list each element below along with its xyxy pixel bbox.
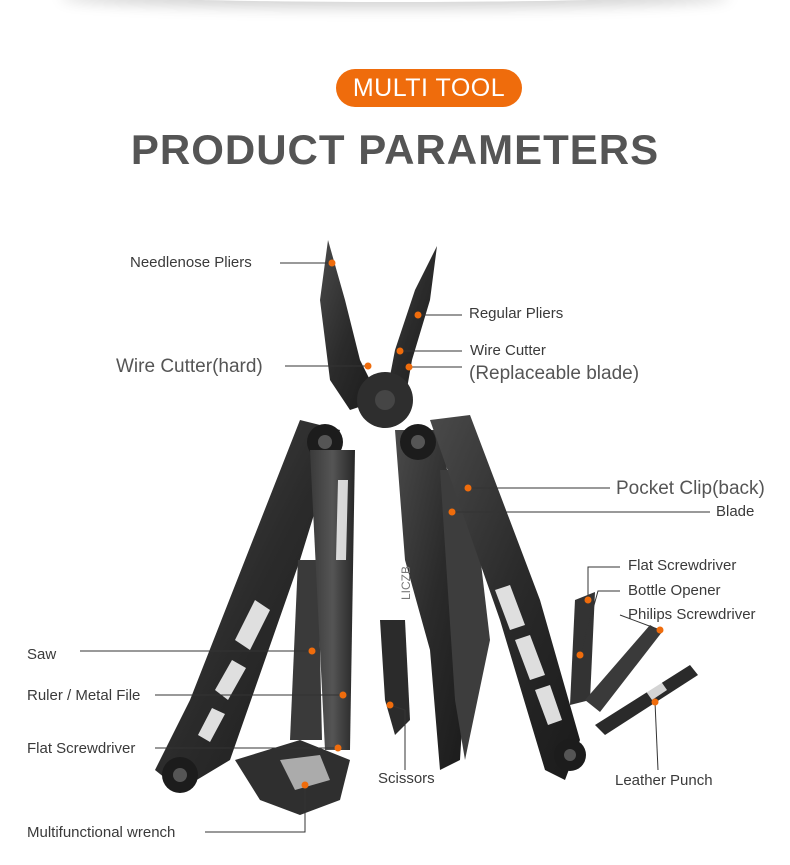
marker-wrench (301, 781, 309, 789)
label-wire-cutter-hard: Wire Cutter(hard) (116, 356, 263, 377)
marker-wire-cutter (396, 347, 404, 355)
marker-pocket-clip (464, 484, 472, 492)
label-philips-screwdriver: Philips Screwdriver (628, 606, 756, 623)
page-title: PRODUCT PARAMETERS (130, 126, 660, 173)
label-pocket-clip: Pocket Clip(back) (616, 478, 765, 499)
marker-blade (448, 508, 456, 516)
label-flat-screwdriver-right: Flat Screwdriver (628, 557, 737, 574)
label-saw: Saw (27, 646, 57, 663)
left-handle (155, 420, 343, 793)
label-replaceable-blade: (Replaceable blade) (469, 363, 640, 384)
pliers-jaws (320, 240, 437, 428)
marker-saw (308, 647, 316, 655)
tool-engraving: LICZB (399, 566, 413, 600)
marker-ruler (339, 691, 347, 699)
marker-needlenose (328, 259, 336, 267)
label-flat-screwdriver-left: Flat Screwdriver (27, 740, 136, 757)
markers (301, 259, 664, 789)
leader-lines (80, 262, 710, 833)
label-needlenose-pliers: Needlenose Pliers (130, 254, 252, 271)
marker-replaceable-blade (405, 363, 413, 371)
multi-tool-badge: MULTI TOOL (336, 69, 522, 107)
label-bottle-opener: Bottle Opener (628, 582, 721, 599)
marker-flat-screwdriver-left (334, 744, 342, 752)
label-ruler-metal-file: Ruler / Metal File (27, 687, 141, 704)
label-regular-pliers: Regular Pliers (469, 305, 564, 322)
label-blade: Blade (716, 503, 755, 520)
marker-flat-screwdriver-right (584, 596, 592, 604)
label-leather-punch: Leather Punch (615, 772, 713, 789)
marker-leather-punch (651, 698, 659, 706)
wrench (235, 740, 350, 815)
marker-wire-cutter-hard (364, 362, 372, 370)
label-multifunctional-wrench: Multifunctional wrench (27, 824, 176, 841)
right-handle (400, 415, 586, 780)
label-wire-cutter: Wire Cutter (470, 342, 546, 359)
marker-philips (656, 626, 664, 634)
right-fanned-tools (570, 592, 698, 735)
marker-regular-pliers (414, 311, 422, 319)
marker-scissors (386, 701, 394, 709)
marker-bottle-opener (576, 651, 584, 659)
label-scissors: Scissors (378, 770, 435, 787)
